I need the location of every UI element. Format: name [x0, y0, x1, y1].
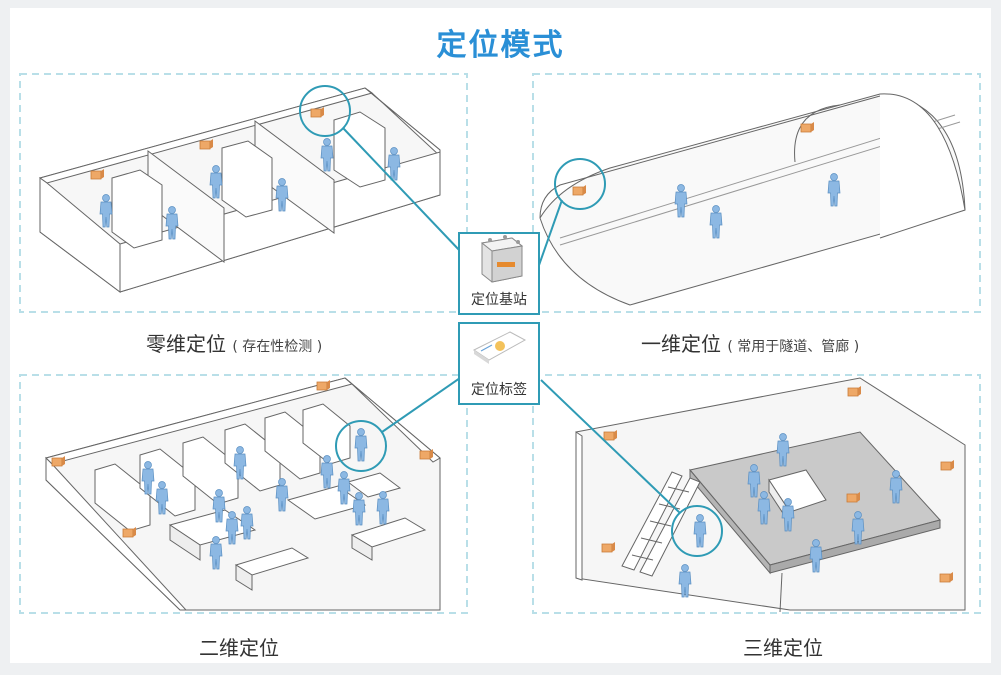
tag-icon	[473, 331, 527, 364]
panel-three-dim	[532, 374, 981, 614]
caption-one-dim-label: 一维定位	[641, 332, 721, 356]
two-dim-illustration	[45, 377, 441, 611]
one-dim-illustration	[539, 93, 966, 306]
caption-two-dim: 二维定位	[199, 636, 279, 660]
tag-box	[458, 322, 540, 405]
caption-zero-dim-note: ( 存在性检测 )	[232, 339, 323, 355]
highlight-circle-three-dim	[671, 505, 723, 557]
panel-two-dim	[19, 374, 468, 614]
caption-one-dim: 一维定位 ( 常用于隧道、管廊 )	[641, 328, 859, 357]
panel-zero-dim	[19, 73, 468, 313]
caption-three-dim: 三维定位	[743, 636, 823, 660]
highlight-circle-zero-dim	[299, 85, 351, 137]
highlight-circle-two-dim	[335, 420, 387, 472]
page-title: 定位模式	[436, 28, 565, 63]
highlight-circle-one-dim	[554, 158, 606, 210]
three-dim-illustration	[575, 377, 966, 613]
base-station-label: 定位基站	[471, 292, 527, 308]
connector-lines	[342, 127, 681, 514]
caption-one-dim-note: ( 常用于隧道、管廊 )	[727, 339, 860, 355]
caption-zero-dim: 零维定位 ( 存在性检测 )	[146, 328, 322, 357]
base-station-icon	[480, 235, 524, 283]
panel-one-dim	[532, 73, 981, 313]
caption-zero-dim-label: 零维定位	[146, 332, 226, 356]
tag-label: 定位标签	[471, 382, 527, 398]
